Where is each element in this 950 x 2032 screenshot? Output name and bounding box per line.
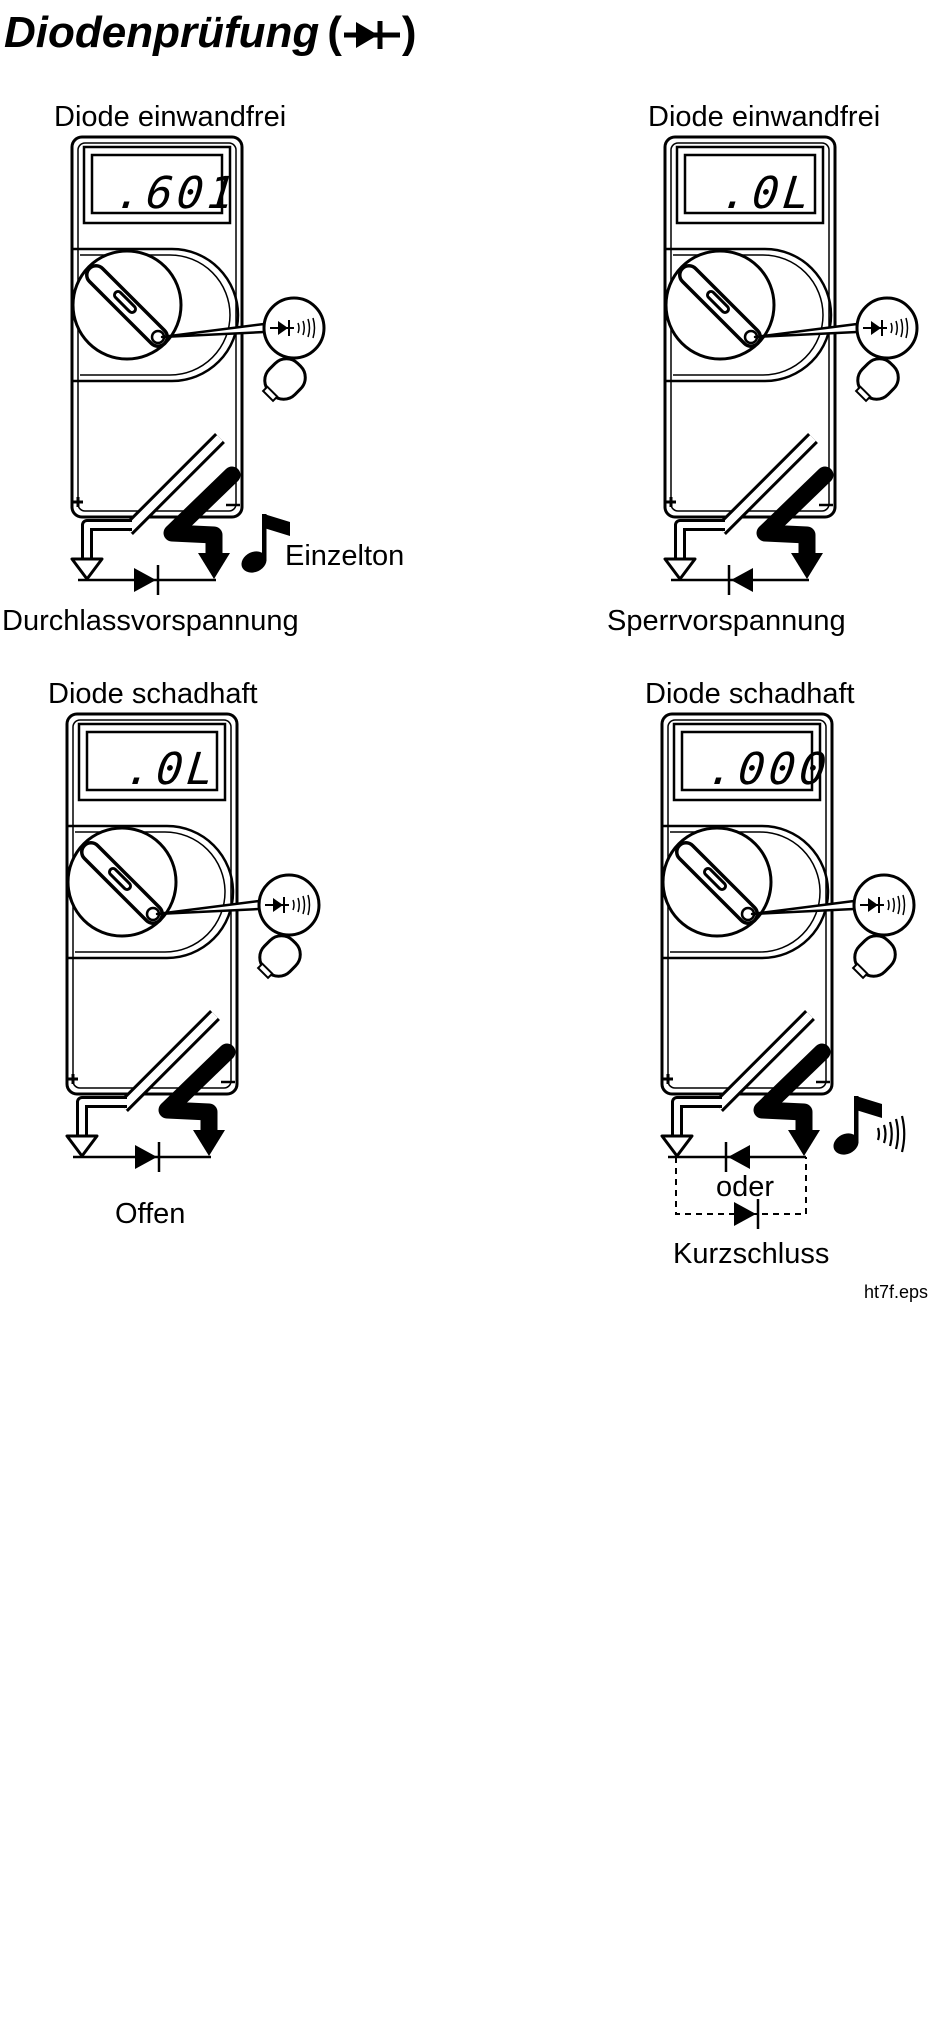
- page-title: Diodenprüfung(): [4, 8, 417, 58]
- tone-label: Einzelton: [285, 540, 405, 572]
- circuit-open: [73, 1142, 211, 1172]
- status-label-2: Diode einwandfrei: [648, 101, 881, 133]
- circuit-forward: [78, 565, 216, 595]
- display-reading-1: .601: [113, 168, 241, 219]
- status-label-3: Diode schadhaft: [48, 678, 258, 710]
- file-reference: ht7f.eps: [864, 1282, 929, 1302]
- display-reading-3: .0L: [123, 744, 221, 795]
- display-reading-4: .000: [705, 744, 833, 795]
- title-text: Diodenprüfung: [4, 8, 320, 57]
- circuit-reverse: [671, 565, 809, 595]
- circuit-short: [668, 1142, 807, 1229]
- status-label-1: Diode einwandfrei: [54, 101, 287, 133]
- caption-open: Offen: [115, 1198, 186, 1230]
- caption-short: Kurzschluss: [673, 1238, 830, 1270]
- caption-forward-bias: Durchlassvorspannung: [2, 605, 299, 637]
- status-label-4: Diode schadhaft: [645, 678, 855, 710]
- continuous-tone-icon: [829, 1096, 906, 1159]
- conjunction-label: oder: [716, 1171, 775, 1203]
- caption-reverse-bias: Sperrvorspannung: [607, 605, 846, 637]
- diode-symbol-icon: (): [327, 8, 417, 57]
- display-reading-2: .0L: [719, 168, 817, 219]
- single-tone-icon: [237, 514, 290, 577]
